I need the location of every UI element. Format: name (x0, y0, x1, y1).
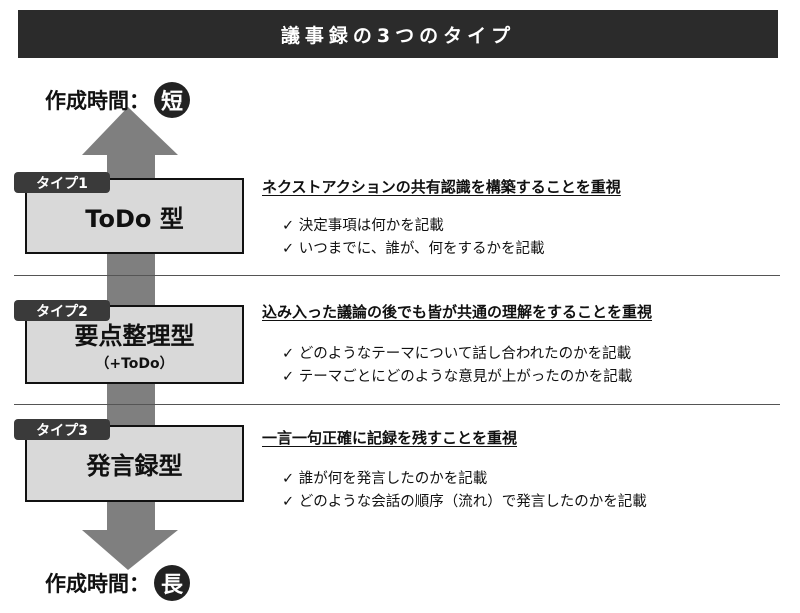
type2-box: 要点整理型 （+ToDo） (25, 305, 244, 384)
type2-tag: タイプ2 (14, 300, 110, 321)
time-label: 作成時間： (45, 89, 150, 113)
type-name: ToDo 型 (85, 204, 184, 233)
type3-bullets: ✓ 誰が何を発言したのかを記載 ✓ どのような会話の順序（流れ）で発言したのかを記… (282, 468, 647, 514)
type3-tag: タイプ3 (14, 419, 110, 440)
time-short-label: 作成時間： 短 (45, 82, 190, 118)
diagram-title: 議事録の3つのタイプ (18, 10, 778, 58)
down-arrow-head (82, 530, 178, 570)
type-sub: （+ToDo） (95, 356, 174, 372)
up-arrow-head (82, 107, 178, 155)
time-long-label: 作成時間： 長 (45, 565, 190, 601)
short-badge: 短 (154, 82, 190, 118)
type-name: 発言録型 (86, 452, 183, 480)
bullet: ✓ 決定事項は何かを記載 (282, 218, 444, 234)
type1-bullets: ✓ 決定事項は何かを記載 ✓ いつまでに、誰が、何をするかを記載 (282, 215, 545, 261)
bullet: ✓ 誰が何を発言したのかを記載 (282, 471, 488, 487)
divider (14, 275, 780, 276)
type1-heading: ネクストアクションの共有認識を構築することを重視 (262, 178, 621, 196)
bullet: ✓ どのような会話の順序（流れ）で発言したのかを記載 (282, 494, 647, 510)
type3-heading: 一言一句正確に記録を残すことを重視 (262, 429, 518, 447)
divider (14, 404, 780, 405)
bullet: ✓ いつまでに、誰が、何をするかを記載 (282, 241, 545, 257)
long-badge: 長 (154, 565, 190, 601)
type2-heading: 込み入った議論の後でも皆が共通の理解をすることを重視 (262, 303, 653, 321)
type-name: 要点整理型 (74, 322, 195, 350)
time-label: 作成時間： (45, 572, 150, 596)
bullet: ✓ どのようなテーマについて話し合われたのかを記載 (282, 346, 632, 362)
bullet: ✓ テーマごとにどのような意見が上がったのかを記載 (282, 369, 633, 385)
type2-bullets: ✓ どのようなテーマについて話し合われたのかを記載 ✓ テーマごとにどのような意見… (282, 343, 632, 389)
type1-tag: タイプ1 (14, 172, 110, 193)
